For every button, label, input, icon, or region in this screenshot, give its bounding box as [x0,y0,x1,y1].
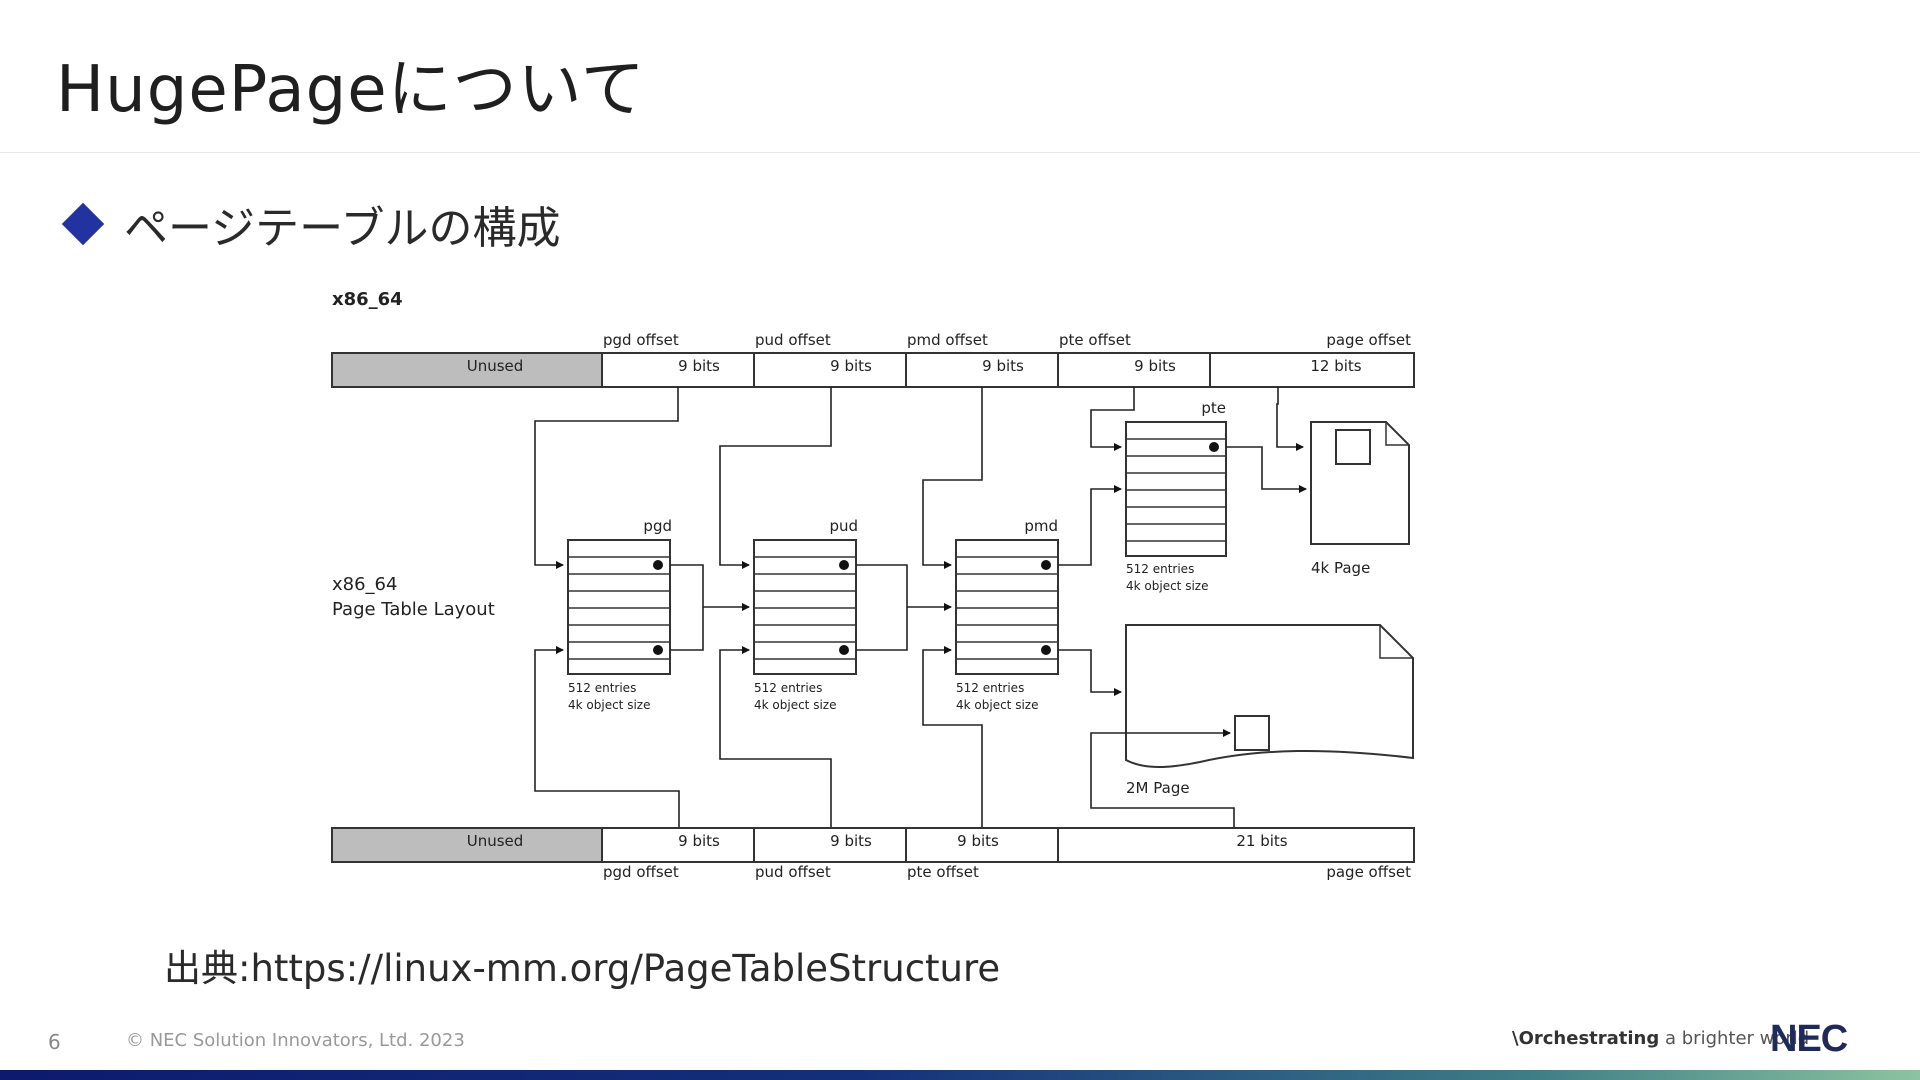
page-number: 6 [48,1030,61,1054]
top-field-label: 9 bits [1134,357,1176,375]
top-offset-label: pte offset [1059,331,1131,349]
slide-title: HugePageについて [56,53,646,127]
table-name: pud [829,517,858,535]
table-size: 4k object size [754,698,836,712]
layout-label: Page Table Layout [332,599,495,620]
page-2m-label: 2M Page [1126,779,1190,797]
top-field-label: 12 bits [1310,357,1361,375]
table-name: pgd [643,517,672,535]
table-entries: 512 entries [568,681,636,695]
table-name: pmd [1024,517,1058,535]
top-offset-label: pmd offset [907,331,988,349]
nec-logo: NEC [1770,1018,1848,1060]
top-address-bar: Unused 9 bits 9 bits 9 bits 9 bits 12 bi… [331,331,1415,388]
table-entries: 512 entries [1126,562,1194,576]
bottom-field-label: Unused [467,832,524,850]
connector-lines [534,387,1307,828]
pud-table: pud 512 entries 4k object size [753,517,858,712]
top-offset-label: page offset [1326,331,1411,349]
footer-gradient-bar [0,1070,1920,1080]
diagram-heading: x86_64 [332,289,403,310]
bullet-text: ページテーブルの構成 [124,203,561,254]
bottom-offset-label: page offset [1326,863,1411,881]
table-size: 4k object size [568,698,650,712]
table-entries: 512 entries [754,681,822,695]
top-offset-label: pud offset [755,331,831,349]
source-citation: 出典:https://linux-mm.org/PageTableStructu… [164,947,1001,990]
bottom-field-label: 21 bits [1236,832,1287,850]
bottom-address-bar: Unused 9 bits 9 bits 9 bits 21 bits pgd … [331,827,1415,881]
top-field-label: 9 bits [678,357,720,375]
pgd-table: pgd 512 entries 4k object size [567,517,672,712]
top-field-label: Unused [467,357,524,375]
bottom-offset-label: pgd offset [603,863,679,881]
tagline: \Orchestrating a brighter world [1512,1028,1809,1049]
tagline-rest: a brighter world [1665,1028,1810,1049]
title-divider [0,152,1920,153]
layout-label: x86_64 [332,574,397,595]
page-4k-label: 4k Page [1311,559,1370,577]
table-name: pte [1201,399,1226,417]
top-offset-label: pgd offset [603,331,679,349]
bullet-row: ページテーブルの構成 [60,192,560,256]
copyright: © NEC Solution Innovators, Ltd. 2023 [126,1030,465,1051]
bottom-field-label: 9 bits [957,832,999,850]
bottom-field-label: 9 bits [830,832,872,850]
table-entries: 512 entries [956,681,1024,695]
bottom-offset-label: pte offset [907,863,979,881]
bottom-unused-field [331,827,603,863]
pte-table: pte 512 entries 4k object size [1125,399,1227,593]
table-size: 4k object size [956,698,1038,712]
page-4k: 4k Page [1310,421,1410,577]
page-table-diagram: x86_64 Unused 9 bits 9 bits 9 bits 9 bit… [331,289,1415,881]
pmd-table: pmd 512 entries 4k object size [955,517,1059,712]
tagline-bold: \Orchestrating [1512,1028,1660,1049]
top-field-label: 9 bits [982,357,1024,375]
bottom-offset-label: pud offset [755,863,831,881]
table-size: 4k object size [1126,579,1208,593]
bottom-field-label: 9 bits [678,832,720,850]
page-2m: 2M Page [1125,624,1414,797]
top-field-label: 9 bits [830,357,872,375]
